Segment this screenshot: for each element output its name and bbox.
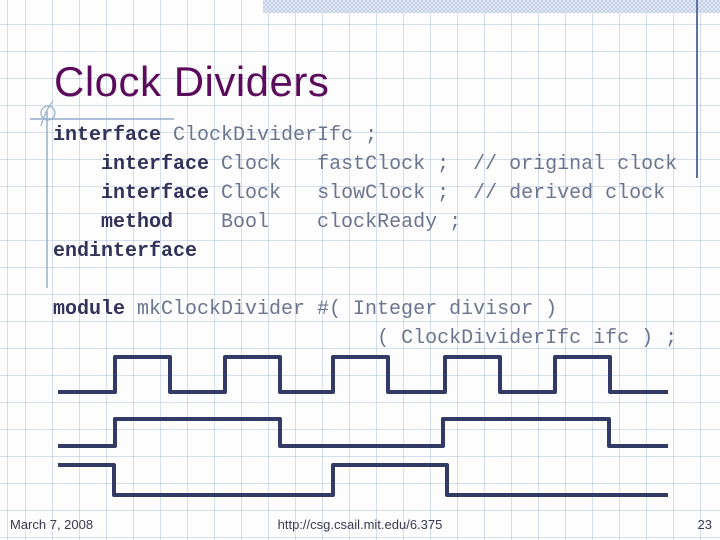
- top-accent-band: [263, 0, 720, 13]
- slide-footer: March 7, 2008 http://csg.csail.mit.edu/6…: [0, 517, 720, 537]
- code-block-interface: interface ClockDividerIfc ; interface Cl…: [53, 121, 677, 295]
- keyword: interface: [101, 153, 210, 176]
- clock-ready-waveform: [58, 463, 668, 497]
- keyword: interface: [53, 124, 162, 147]
- keyword: interface: [101, 182, 210, 205]
- footer-url: http://csg.csail.mit.edu/6.375: [277, 517, 443, 532]
- code-line: ( ClockDividerIfc ifc ) ;: [377, 327, 678, 350]
- code-line: interface ClockDividerIfc ;: [53, 124, 378, 147]
- code-block-module: module mkClockDivider #( Integer divisor…: [53, 295, 677, 382]
- code-line: interface Clock fastClock ; // original …: [101, 153, 678, 176]
- code-line: interface Clock slowClock ; // derived c…: [101, 182, 666, 205]
- right-accent-line: [696, 0, 698, 178]
- keyword: module: [53, 298, 126, 321]
- circle-ornament-icon: [40, 105, 56, 121]
- compass-needle-icon: [40, 100, 54, 127]
- code-line: module mkClockDivider #( Integer divisor…: [53, 298, 558, 321]
- footer-page-number: 23: [697, 517, 712, 532]
- footer-date: March 7, 2008: [10, 517, 94, 532]
- keyword: endinterface: [53, 240, 198, 263]
- code-line: method Bool clockReady ;: [101, 211, 462, 234]
- keyword: method: [101, 211, 174, 234]
- slide-title: Clock Dividers: [54, 58, 330, 105]
- slow-clock-waveform: [58, 417, 668, 448]
- code-line: endinterface: [53, 237, 677, 266]
